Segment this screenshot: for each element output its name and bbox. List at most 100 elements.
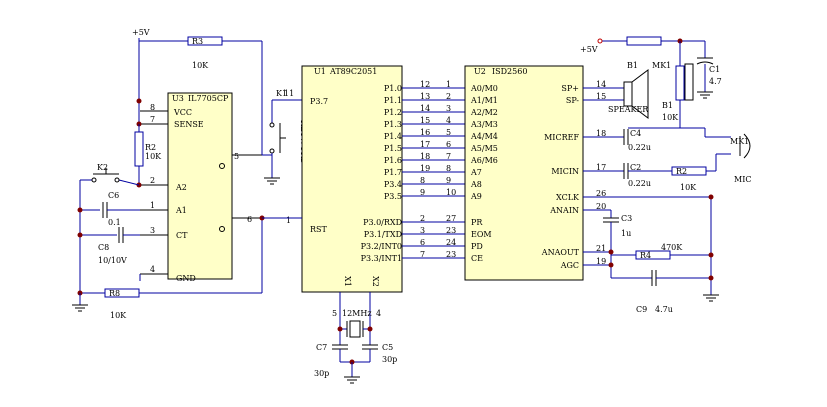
k2-contact-left xyxy=(91,177,97,183)
u1-pin-name: P3.5 xyxy=(384,192,402,201)
junction xyxy=(608,262,614,268)
vcc-right-terminal xyxy=(597,38,603,44)
u1-pin-x1: X1 xyxy=(343,276,352,287)
u2-pin-num: 7 xyxy=(446,152,451,161)
u1-pin-name: P1.4 xyxy=(384,132,402,141)
k2-right-wire xyxy=(118,179,140,186)
u1-pin-name: P3.2/INT0 xyxy=(361,242,402,251)
u1-pin-num: 14 xyxy=(420,104,430,113)
u1-pin-1-num: 1 xyxy=(286,216,291,225)
c4-value: 0.22u xyxy=(628,143,651,152)
mic-label: MIC xyxy=(734,175,751,184)
u2-pin-name: MICIN xyxy=(551,167,579,176)
junction xyxy=(77,232,83,238)
u2-pin-num: 21 xyxy=(596,244,606,253)
k1-contact-bottom xyxy=(269,148,275,154)
u1-pin-num: 2 xyxy=(420,214,425,223)
c2-value: 0.22u xyxy=(628,179,651,188)
r2-mic-value: 10K xyxy=(680,183,697,192)
u1-ref: U1 xyxy=(314,67,326,76)
u3-pin-5-num: 5 xyxy=(234,152,239,161)
u1-ic-body xyxy=(301,65,403,293)
u1-pin-x2: X2 xyxy=(371,276,380,287)
u2-pin-name: A3/M3 xyxy=(470,120,498,129)
c1-ref: C1 xyxy=(709,65,720,74)
u2-pin-name: SP+ xyxy=(561,84,579,93)
u2-pin-name: EOM xyxy=(471,230,492,239)
u1-pin-num: 12 xyxy=(420,80,430,89)
u2-pin-name: A5/M5 xyxy=(470,144,498,153)
junction xyxy=(337,326,343,332)
junction xyxy=(608,249,614,255)
u2-pin-num: 23 xyxy=(446,250,456,259)
c8-ref: C8 xyxy=(98,243,109,252)
r3-ref: R3 xyxy=(192,37,203,46)
u2-pin-num: 19 xyxy=(596,257,606,266)
junction xyxy=(708,194,714,200)
u1-pin-num: 16 xyxy=(420,128,430,137)
u1-pin-num: 8 xyxy=(420,176,425,185)
u2-pin-name: A9 xyxy=(470,192,482,201)
b1-ref: B1 xyxy=(662,101,673,110)
u1-pin-name: P1.5 xyxy=(384,144,402,153)
c2-ref: C2 xyxy=(630,163,641,172)
c5-value: 30p xyxy=(382,355,397,364)
c7-ref: C7 xyxy=(316,343,327,352)
c3-value: 1u xyxy=(621,229,631,238)
r4-ref: R4 xyxy=(640,251,651,260)
u2-pin-name: A7 xyxy=(470,168,482,177)
u2-pin-num: 9 xyxy=(446,176,451,185)
u3-pin-7-num: 7 xyxy=(150,115,155,124)
u3-pin-ct-name: CT xyxy=(176,231,188,240)
k1-ref: K1 xyxy=(276,89,287,98)
u2-pin-name: XCLK xyxy=(556,193,580,202)
r2-mic-ref: R2 xyxy=(676,167,687,176)
u2-ic-body xyxy=(464,65,584,281)
r3-value: 10K xyxy=(192,61,209,70)
u2-pin-num: 3 xyxy=(446,104,451,113)
u2-pin-name: A2/M2 xyxy=(470,108,498,117)
c4-ref: C4 xyxy=(630,129,641,138)
u1-pin-num: 7 xyxy=(420,250,425,259)
u2-pin-num: 24 xyxy=(446,238,456,247)
u1-pin-num: 19 xyxy=(420,164,430,173)
u1-part: AT89C2051 xyxy=(329,67,377,76)
crystal xyxy=(349,320,361,338)
u2-pin-name: AGC xyxy=(560,261,579,270)
u1-pin-num: 9 xyxy=(420,188,425,197)
u2-pin-name: ANAIN xyxy=(549,206,579,215)
u3-ic-body xyxy=(167,92,233,280)
k1-contact-top xyxy=(269,122,275,128)
u3-pin-vcc-name: VCC xyxy=(173,108,192,117)
u2-pin-num: 17 xyxy=(596,163,606,172)
u3-pin-5-inverter-bubble xyxy=(219,163,225,169)
u3-pin-6-inverter-bubble xyxy=(219,226,225,232)
u2-pin-name: SP- xyxy=(566,96,579,105)
u1-pin-name: P3.4 xyxy=(384,180,402,189)
u3-ref: U3 xyxy=(172,94,184,103)
u3-pin-gnd-name: GND xyxy=(176,274,196,283)
xtal-pin-left-num: 5 xyxy=(332,309,337,318)
u2-pin-num: 4 xyxy=(446,116,451,125)
u1-pin-name: P1.1 xyxy=(384,96,402,105)
u3-pin-2-num: 2 xyxy=(150,176,155,185)
u1-pin-name: P1.6 xyxy=(384,156,402,165)
u2-pin-num: 27 xyxy=(446,214,456,223)
u2-pin-name: A8 xyxy=(470,180,482,189)
u2-part: ISD2560 xyxy=(492,67,527,76)
u2-pin-name: MICREF xyxy=(544,133,579,142)
c7-value: 30p xyxy=(314,369,329,378)
c8-value: 10/10V xyxy=(98,256,127,265)
u2-pin-num: 6 xyxy=(446,140,451,149)
c9-ref: C9 xyxy=(636,305,647,314)
u1-pin-num: 3 xyxy=(420,226,425,235)
u3-pin-sense-name: SENSE xyxy=(174,120,204,129)
u3-part: IL7705CP xyxy=(188,94,229,103)
vcc-right-label: +5V xyxy=(580,45,598,54)
u1-pin-name: P1.0 xyxy=(384,84,402,93)
c1-plate-bottom xyxy=(696,61,714,65)
